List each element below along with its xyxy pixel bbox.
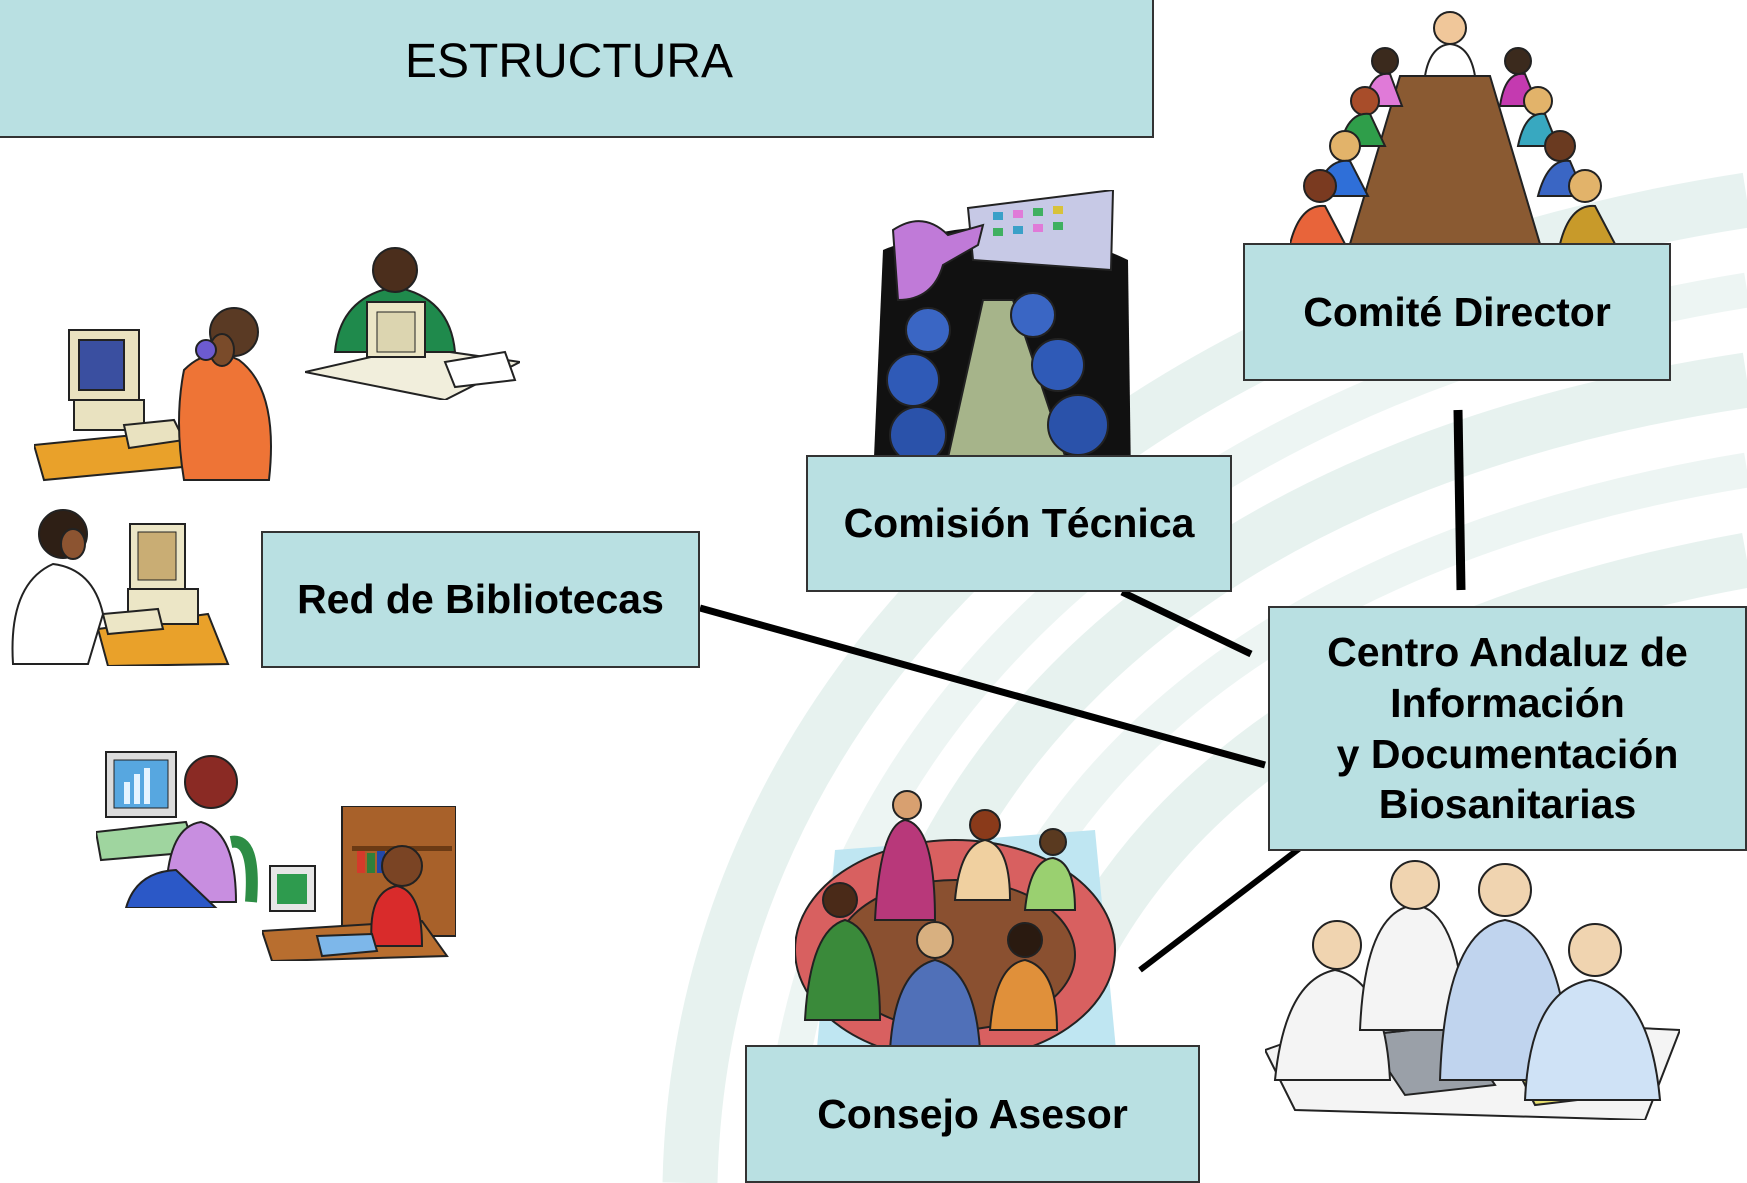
clipart-woman-phone-computer [34,307,272,482]
node-comite-director: Comité Director [1243,243,1671,381]
clipart-council-round-table [795,790,1117,1070]
node-centro-andaluz-label: Centro Andaluz de Información y Document… [1327,628,1688,828]
node-comite-director-label: Comité Director [1303,288,1611,335]
node-centro-andaluz: Centro Andaluz de Información y Document… [1268,606,1747,851]
connector-comite-centro [1453,409,1466,591]
page-title: ESTRUCTURA [404,34,733,88]
clipart-board-meeting [1290,11,1617,244]
node-comision-tecnica-label: Comisión Técnica [843,500,1195,547]
clipart-man-thinking [305,247,520,400]
clipart-team-laptop [1265,860,1680,1120]
node-red-de-bibliotecas-label: Red de Bibliotecas [297,576,664,623]
connector-red-centro [699,604,1266,769]
clipart-woman-white-coat [11,509,230,666]
connector-consejo-centro [1138,845,1302,973]
clipart-woman-chart [96,751,258,908]
clipart-presentation-meeting [873,190,1131,480]
node-consejo-asesor: Consejo Asesor [745,1045,1200,1183]
node-comision-tecnica: Comisión Técnica [806,455,1232,592]
node-consejo-asesor-label: Consejo Asesor [817,1090,1128,1137]
node-red-de-bibliotecas: Red de Bibliotecas [261,531,700,668]
title-banner: ESTRUCTURA [0,0,1154,138]
clipart-boy-library [262,806,456,961]
connector-comision-centro [1120,588,1253,658]
